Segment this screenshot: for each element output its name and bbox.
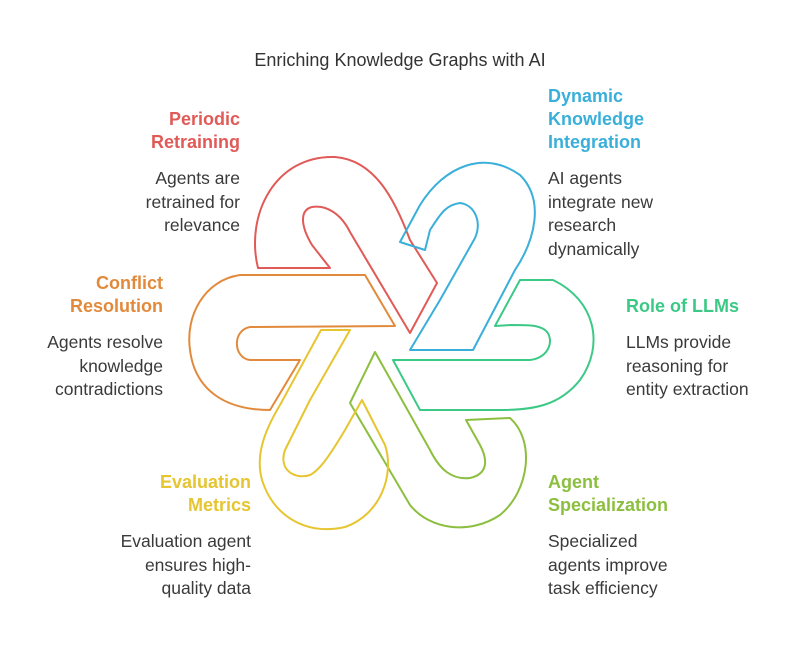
- knot-loop-evaluation: [258, 329, 390, 531]
- item-description: LLMs provide reasoning for entity extrac…: [626, 332, 749, 399]
- item-description: Specialized agents improve task efficien…: [548, 531, 668, 598]
- item-conflict-resolution: Conflict Resolution Agents resolve knowl…: [0, 272, 163, 402]
- item-description: AI agents integrate new research dynamic…: [548, 168, 654, 259]
- item-dynamic-knowledge-integration: Dynamic Knowledge Integration AI agents …: [548, 85, 778, 261]
- item-periodic-retraining: Periodic Retraining Agents are retrained…: [10, 108, 240, 238]
- item-description: Evaluation agent ensures high- quality d…: [120, 531, 251, 598]
- item-heading: Periodic Retraining: [150, 109, 240, 152]
- item-description: Agents are retrained for relevance: [145, 168, 240, 235]
- knot-loop-llms: [392, 279, 595, 411]
- knot-loop-periodic: [254, 155, 438, 334]
- item-heading: Role of LLMs: [626, 296, 739, 316]
- knot-loop-dynamic: [399, 161, 536, 351]
- knot-loop-agent: [349, 351, 527, 529]
- knot-loop-conflict: [188, 274, 396, 411]
- item-description: Agents resolve knowledge contradictions: [47, 332, 163, 399]
- item-heading: Conflict Resolution: [70, 273, 163, 316]
- item-heading: Evaluation Metrics: [159, 472, 251, 515]
- item-agent-specialization: Agent Specialization Specialized agents …: [548, 471, 778, 601]
- item-role-of-llms: Role of LLMs LLMs provide reasoning for …: [626, 295, 800, 402]
- item-heading: Dynamic Knowledge Integration: [548, 86, 645, 152]
- diagram-title: Enriching Knowledge Graphs with AI: [254, 50, 546, 70]
- item-evaluation-metrics: Evaluation Metrics Evaluation agent ensu…: [21, 471, 251, 601]
- item-heading: Agent Specialization: [548, 472, 669, 515]
